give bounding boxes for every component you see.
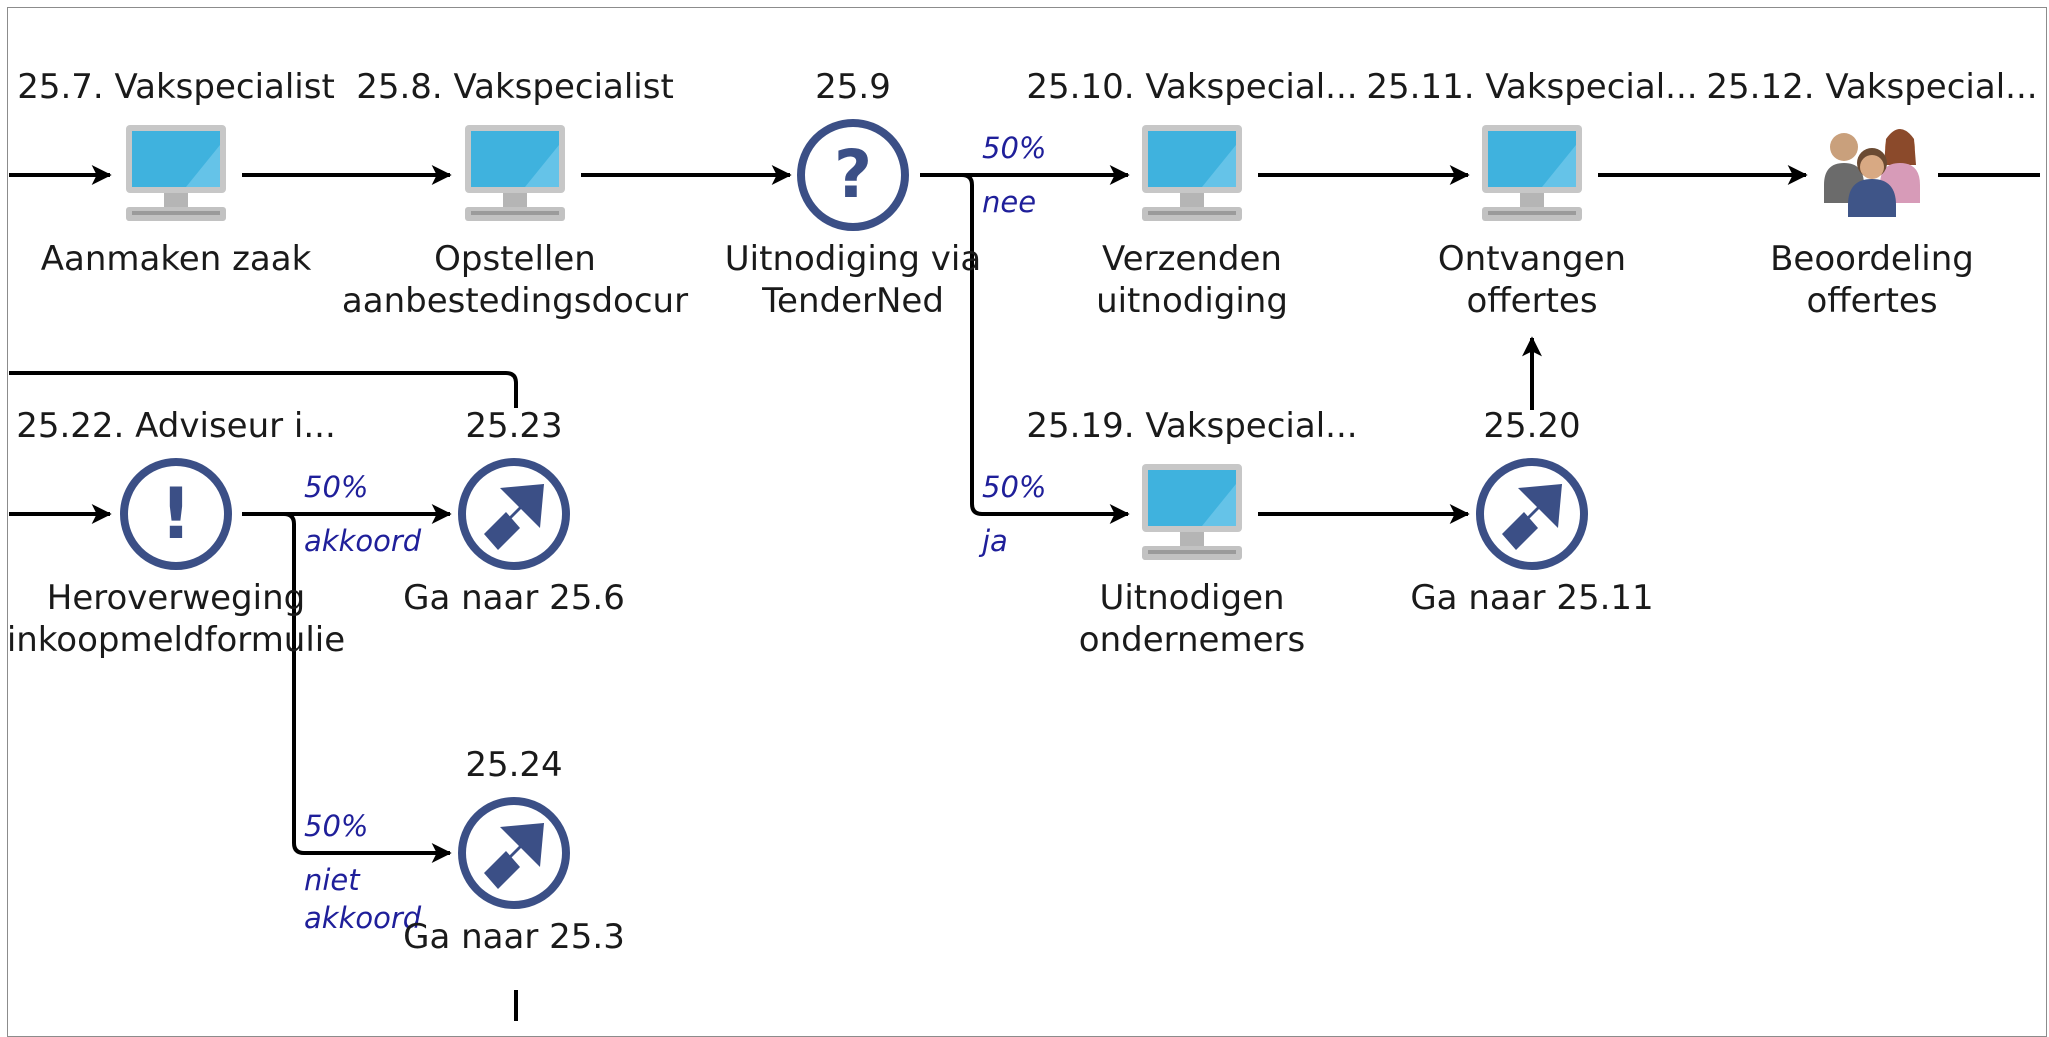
node-id-label: 25.8. Vakspecialist xyxy=(356,67,674,107)
condition-labels: 50% nee 50% ja 50% akkoord 50% niet akko… xyxy=(304,131,1046,935)
flow-loop-to-25-23 xyxy=(9,371,518,408)
node-id-label: 25.11. Vakspecial... xyxy=(1366,67,1697,107)
node-25-20[interactable]: 25.20 Ga naar 25.11 xyxy=(1410,406,1653,618)
condition-text-niet: niet xyxy=(304,863,361,897)
goto-arrow-icon xyxy=(462,462,566,566)
flow-25-9-to-25-19 xyxy=(920,173,1130,524)
node-25-10[interactable]: 25.10. Vakspecial... Verzenden uitnodigi… xyxy=(1026,67,1357,321)
goto-arrow-icon xyxy=(1480,462,1584,566)
node-name-label: Ga naar 25.3 xyxy=(403,917,625,957)
node-25-8[interactable]: 25.8. Vakspecialist Opstellen aanbestedi… xyxy=(342,67,688,321)
node-25-19[interactable]: 25.19. Vakspecial... Uitnodigen ondernem… xyxy=(1026,406,1357,660)
computer-icon xyxy=(126,125,226,221)
node-name-label: Opstellen xyxy=(434,239,596,279)
node-id-label: 25.19. Vakspecial... xyxy=(1026,406,1357,446)
node-name-label: Beoordeling xyxy=(1770,239,1974,279)
node-name-label-2: uitnodiging xyxy=(1096,281,1288,321)
computer-icon xyxy=(1482,125,1582,221)
node-25-23[interactable]: 25.23 Ga naar 25.6 xyxy=(403,406,625,618)
node-id-label: 25.9 xyxy=(815,67,891,107)
condition-text-nee: nee xyxy=(982,185,1036,219)
node-25-24[interactable]: 25.24 Ga naar 25.3 xyxy=(403,745,625,957)
goto-arrow-icon xyxy=(462,801,566,905)
node-id-label: 25.24 xyxy=(465,745,562,785)
condition-text-ja: ja xyxy=(978,524,1008,558)
condition-text-akkoord-2: akkoord xyxy=(304,901,422,935)
exclamation-decision-icon xyxy=(124,462,228,566)
flow-25-22-to-25-24 xyxy=(242,512,452,863)
node-name-label-2: aanbestedingsdocur xyxy=(342,281,688,321)
question-decision-icon xyxy=(801,123,905,227)
node-name-label: Heroverweging xyxy=(47,578,305,618)
node-name-label-2: offertes xyxy=(1806,281,1937,321)
node-id-label: 25.20 xyxy=(1483,406,1580,446)
node-name-label: Uitnodigen xyxy=(1099,578,1284,618)
node-id-label: 25.10. Vakspecial... xyxy=(1026,67,1357,107)
node-id-label: 25.12. Vakspecial... xyxy=(1706,67,2037,107)
condition-pct-akkoord: 50% xyxy=(304,470,368,504)
node-name-label-2: inkoopmeldformulie xyxy=(7,620,345,660)
node-name-label: Uitnodiging via xyxy=(725,239,981,279)
condition-text-akkoord: akkoord xyxy=(304,524,422,558)
condition-pct-nee: 50% xyxy=(982,131,1046,165)
node-25-12[interactable]: 25.12. Vakspecial... Beoordeling offerte… xyxy=(1706,67,2037,321)
node-id-label: 25.22. Adviseur i... xyxy=(16,406,336,446)
condition-pct-niet-akkoord: 50% xyxy=(304,809,368,843)
node-name-label-2: ondernemers xyxy=(1079,620,1305,660)
computer-icon xyxy=(1142,125,1242,221)
node-name-label: Ga naar 25.11 xyxy=(1410,578,1653,618)
node-name-label-2: offertes xyxy=(1466,281,1597,321)
node-25-22[interactable]: 25.22. Adviseur i... Heroverweging inkoo… xyxy=(7,406,345,660)
node-name-label: Ontvangen xyxy=(1438,239,1626,279)
computer-icon xyxy=(1142,464,1242,560)
node-name-label: Aanmaken zaak xyxy=(41,239,312,279)
node-25-11[interactable]: 25.11. Vakspecial... Ontvangen offertes xyxy=(1366,67,1697,321)
flow-lines xyxy=(9,165,2040,1021)
node-name-label: Verzenden xyxy=(1102,239,1282,279)
condition-pct-ja: 50% xyxy=(982,470,1046,504)
node-name-label: Ga naar 25.6 xyxy=(403,578,625,618)
node-25-9[interactable]: 25.9 Uitnodiging via TenderNed xyxy=(725,67,981,321)
node-id-label: 25.23 xyxy=(465,406,562,446)
node-25-7[interactable]: 25.7. Vakspecialist Aanmaken zaak xyxy=(17,67,335,279)
computer-icon xyxy=(465,125,565,221)
people-group-icon xyxy=(1824,129,1920,217)
node-id-label: 25.7. Vakspecialist xyxy=(17,67,335,107)
node-name-label-2: TenderNed xyxy=(761,281,944,321)
diagram-frame xyxy=(7,7,2047,1037)
